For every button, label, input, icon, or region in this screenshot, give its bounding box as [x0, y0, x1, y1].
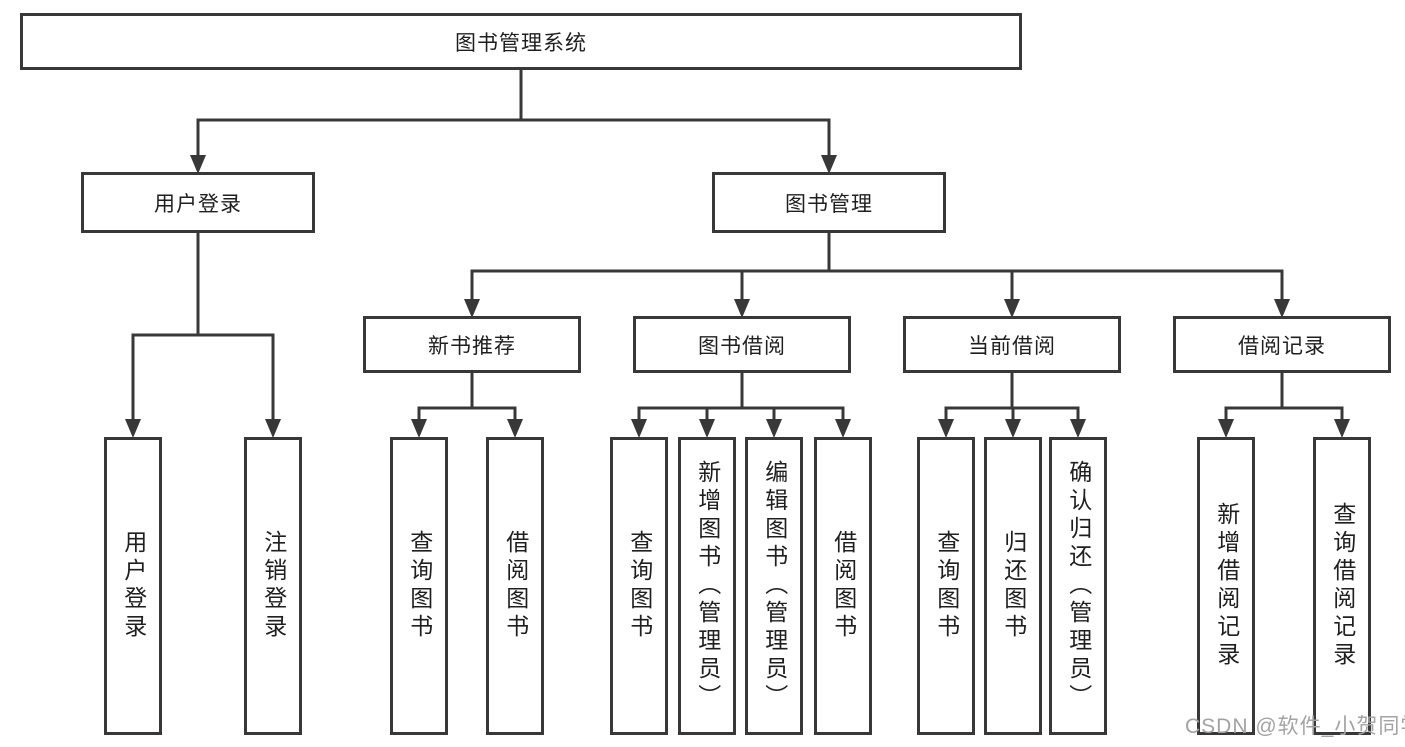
leaf-bb-borrow-books: 借阅图书: [814, 437, 872, 735]
arrowheads: [125, 155, 1350, 438]
leaf-cb-confirm-return-admin: 确认归还（管理员）: [1049, 437, 1107, 735]
leaf-bb-add-books-admin: 新增图书（管理员）: [678, 437, 736, 735]
node-label: 图书借阅: [698, 334, 786, 358]
node-root-library-management-system: 图书管理系统: [20, 13, 1022, 70]
leaf-label: 新增图书（管理员）: [694, 460, 721, 712]
node-label: 当前借阅: [968, 334, 1056, 358]
node-label: 新书推荐: [428, 334, 516, 358]
node-book-management: 图书管理: [712, 172, 946, 233]
leaf-label: 查询借阅记录: [1329, 502, 1356, 670]
leaf-br-add-record: 新增借阅记录: [1197, 437, 1255, 735]
leaf-user-login: 用户登录: [104, 437, 162, 735]
leaf-rec-borrow-books: 借阅图书: [486, 437, 544, 735]
leaf-label: 确认归还（管理员）: [1065, 460, 1092, 712]
node-book-borrowing: 图书借阅: [633, 316, 851, 373]
node-user-login: 用户登录: [81, 172, 315, 233]
leaf-label: 借阅图书: [830, 530, 857, 642]
leaf-label: 查询图书: [933, 530, 960, 642]
leaf-label: 新增借阅记录: [1213, 502, 1240, 670]
leaf-br-query-record: 查询借阅记录: [1313, 437, 1371, 735]
leaf-label: 注销登录: [260, 530, 287, 642]
leaf-bb-edit-books-admin: 编辑图书（管理员）: [745, 437, 803, 735]
leaf-logout: 注销登录: [244, 437, 302, 735]
leaf-label: 查询图书: [406, 530, 433, 642]
leaf-label: 归还图书: [1000, 530, 1027, 642]
node-new-book-recommend: 新书推荐: [363, 316, 581, 373]
node-label: 图书管理系统: [455, 31, 587, 55]
node-label: 图书管理: [785, 192, 873, 216]
csdn-watermark: CSDN @软件_小贺同学: [1185, 715, 1405, 738]
leaf-label: 用户登录: [120, 530, 147, 642]
node-label: 借阅记录: [1238, 334, 1326, 358]
node-borrowing-records: 借阅记录: [1173, 316, 1391, 373]
leaf-label: 查询图书: [626, 530, 653, 642]
node-label: 用户登录: [154, 192, 242, 216]
leaf-cb-query-books: 查询图书: [917, 437, 975, 735]
leaf-rec-query-books: 查询图书: [390, 437, 448, 735]
node-current-borrowing: 当前借阅: [903, 316, 1121, 373]
leaf-label: 编辑图书（管理员）: [761, 460, 788, 712]
leaf-bb-query-books: 查询图书: [610, 437, 668, 735]
leaf-cb-return-books: 归还图书: [984, 437, 1042, 735]
leaf-label: 借阅图书: [502, 530, 529, 642]
